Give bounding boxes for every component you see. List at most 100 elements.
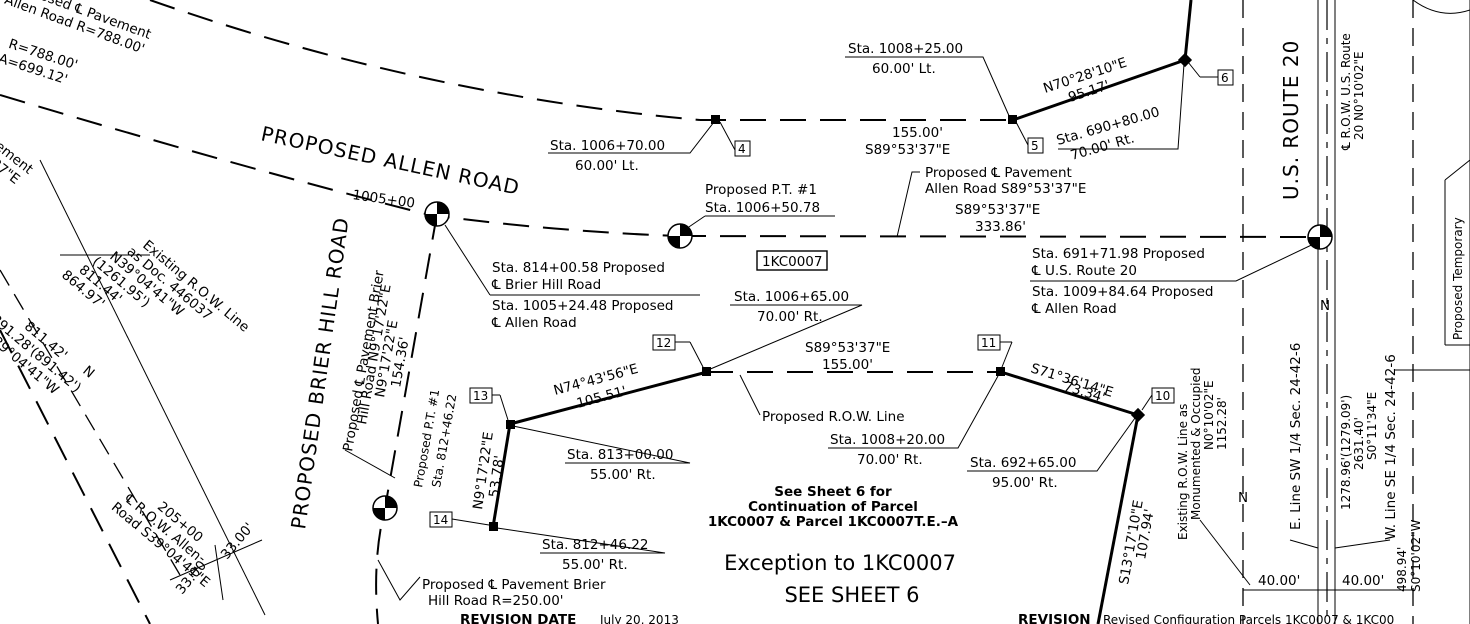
leader-allen-cl [896,171,920,238]
svg-text:14: 14 [433,513,448,527]
revision-label: REVISION [1018,612,1091,624]
sta-812-46: Sta. 812+46.22 [542,537,648,553]
point-13-tag: 13 [469,387,509,421]
leader-812 [496,527,666,554]
dim-40-a: 40.00' [1258,573,1300,589]
leader-1008 [845,56,1011,119]
monument-brier-allen [424,201,450,227]
leader-existing-us20 [1199,519,1251,586]
sta-813: Sta. 813+00.00 [567,447,673,463]
int-us20-1: Sta. 691+71.98 Proposed [1032,246,1205,262]
svg-text:10: 10 [1155,389,1170,403]
leader-692 [967,417,1136,472]
temp-line-top [1444,159,1470,181]
point-13-marker [506,420,515,429]
diag-row-2 [0,269,181,576]
point-4-marker [711,115,720,124]
row-13-12 [509,370,708,426]
point-12-marker [702,367,711,376]
row-5-6 [1012,58,1186,122]
int-brier-2: ℄ Brier Hill Road [491,277,601,293]
exist-us20-2: Monumented & Occupied [1189,368,1203,520]
allen-cl-4: 333.86' [975,219,1026,235]
bot-dim-2: S0°10'02"W [1409,519,1423,592]
svg-text:13: 13 [473,389,488,403]
off-1008-25: 60.00' Lt. [872,61,936,77]
leader-1008-20 [828,375,999,449]
sheet-note-1: See Sheet 6 for [774,484,892,500]
leader-brier-int-b [444,224,491,296]
off-813: 55.00' Rt. [590,467,656,483]
svg-text:6: 6 [1221,71,1229,85]
bot-dim-1: 498.94' [1395,547,1409,592]
monument-pt1-brier [372,495,398,521]
sta-1005: 1005+00 [351,187,415,212]
row-6-up [1183,0,1193,61]
int-us20-3: Sta. 1009+84.64 Proposed [1032,284,1213,300]
brg-4-5-dist: 155.00' [892,125,943,141]
allen-centerline-curve [0,94,681,237]
sec-dim-1: 1278.96'(1279.09') [1339,395,1353,510]
point-14-marker [489,522,498,531]
point-10-marker [1130,407,1146,423]
temp-label: Proposed Temporary [1451,217,1465,340]
svg-text:11: 11 [981,336,996,350]
leader-us20-int [1030,239,1323,282]
monument-pt1-allen [667,223,693,249]
point-6-marker [1177,52,1193,68]
int-brier-1: Sta. 814+00.58 Proposed [492,260,665,276]
row-10-down [1096,414,1140,624]
sta-1008-25: Sta. 1008+25.00 [848,41,963,57]
exist-us20-4: 1152.28' [1215,397,1229,450]
dist-14-13: 53.78' [486,454,508,498]
us20-road-name: U.S. ROUTE 20 [1279,40,1303,200]
north-mark-2: N [1238,490,1248,506]
temp-curve [1412,0,1470,14]
e-line-label: E. Line SW 1/4 Sec. 24-42-6 [1288,343,1304,530]
int-us20-2: ℄ U.S. Route 20 [1031,263,1137,279]
brier-curve-1: Proposed ℄ Pavement Brier [422,577,606,593]
point-5-tag: 5 [1015,121,1044,154]
sta-692-65: Sta. 692+65.00 [970,455,1076,471]
point-5-marker [1008,115,1017,124]
off-692-65: 95.00' Rt. [992,475,1058,491]
row-14-13 [491,423,512,528]
revision-date-value: July 20, 2013 [599,613,679,624]
us20-row-2: 20 N0°10'02"E [1352,51,1366,140]
parcel-box [756,250,828,271]
dim-33-tick-1 [169,539,263,581]
exception-title: Exception to 1KC0007 [724,551,956,575]
svg-text:12: 12 [656,336,671,350]
see-sheet: SEE SHEET 6 [784,583,919,607]
point-11-tag: 11 [977,334,1013,368]
allen-cl-3: S89°53'37"E [955,202,1040,218]
point-4-tag: 4 [719,121,751,157]
point-12-tag: 12 [652,334,704,368]
brg-12-11: S89°53'37"E [805,340,890,356]
leader-813 [512,425,691,464]
off-1006-70: 60.00' Lt. [575,158,639,174]
allen-cl-1: Proposed ℄ Pavement [925,165,1072,181]
sheet-note-2: Continuation of Parcel [748,499,918,515]
point-11-marker [996,367,1005,376]
leader-wline [1334,539,1391,549]
off-1008-20: 70.00' Rt. [857,452,923,468]
prop-row-label: Proposed R.O.W. Line [762,409,905,425]
exist-us20-3: N0°10'02"E [1202,380,1216,450]
off-812-46: 55.00' Rt. [562,557,628,573]
brier-curve-2: Hill Road R=250.00' [428,593,564,609]
point-6-tag: 6 [1187,61,1234,86]
pt1-allen-2: Sta. 1006+50.78 [705,200,820,216]
leader-1006-70 [548,121,715,154]
sec-dim-2: 2631.40' [1352,417,1366,470]
point-14-tag: 14 [429,511,490,528]
svg-text:4: 4 [738,142,746,156]
sta-1006-70: Sta. 1006+70.00 [550,138,665,154]
parcel-label: 1KC0007 [762,254,823,270]
off-1006-65: 70.00' Rt. [757,309,823,325]
brier-leader [344,449,396,479]
int-brier-3: Sta. 1005+24.48 Proposed [492,298,673,314]
leader-1006-65 [707,304,863,371]
north-mark-3: N [1320,298,1330,314]
